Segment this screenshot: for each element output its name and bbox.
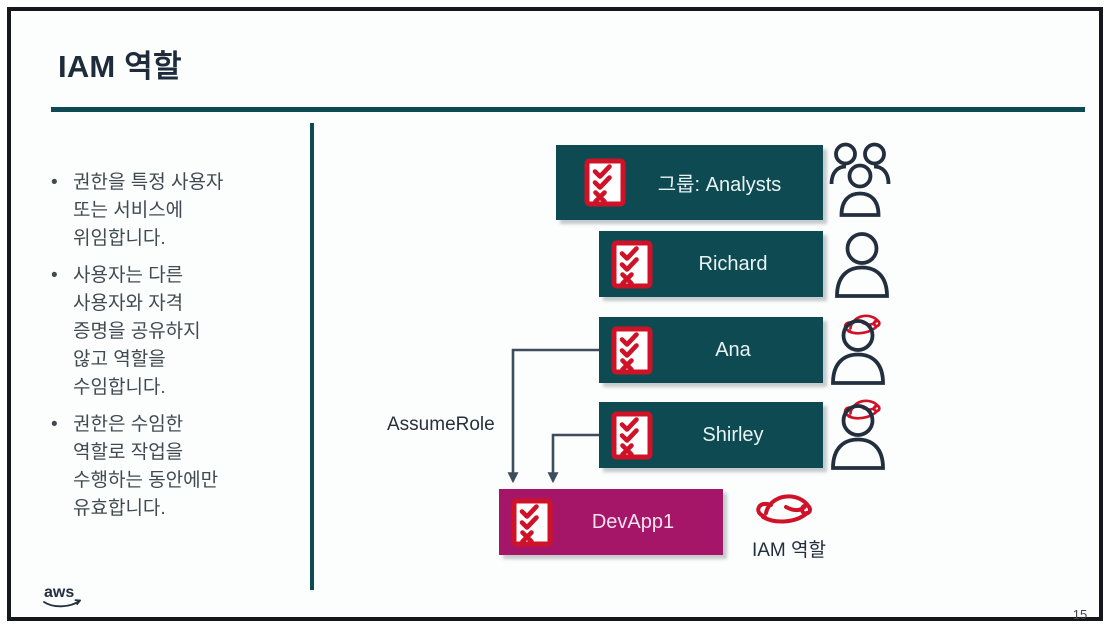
bullet-list: 권한을 특정 사용자 또는 서비스에 위임합니다. 사용자는 다른 사용자와 자… <box>51 169 303 532</box>
red-hard-hat-icon <box>756 494 812 524</box>
user-with-role-hat-icon <box>829 388 893 474</box>
title-divider <box>51 107 1085 112</box>
bullet-text: 권한을 특정 사용자 또는 서비스에 위임합니다. <box>73 172 224 249</box>
policy-document-icon <box>611 240 653 288</box>
group-box-label: 그룹: Analysts <box>657 174 782 196</box>
bullet-text: 권한은 수임한 역할로 작업을 수행하는 동안에만 유효합니다. <box>73 414 219 519</box>
aws-logo: aws <box>43 584 81 608</box>
user-with-role-hat-icon <box>829 303 893 389</box>
policy-document-icon <box>611 326 653 374</box>
role-box-devapp1: DevApp1 <box>499 489 723 555</box>
iam-role-caption: IAM 역할 <box>751 540 827 561</box>
policy-document-icon <box>584 158 626 207</box>
role-box-label: DevApp1 <box>591 510 675 533</box>
group-box-analysts: 그룹: Analysts <box>556 145 823 220</box>
user-icon <box>831 319 885 385</box>
user-group-icon <box>829 142 891 217</box>
policy-document-icon <box>511 498 553 546</box>
user-icon <box>835 232 889 298</box>
page-title: IAM 역할 <box>58 49 182 84</box>
content-divider <box>310 123 314 590</box>
user-box-ana: Ana <box>599 317 823 383</box>
assume-role-label: AssumeRole <box>387 414 495 435</box>
page-number: 15 <box>1072 607 1088 622</box>
bullet-item: 권한을 특정 사용자 또는 서비스에 위임합니다. <box>51 169 303 253</box>
user-box-label: Richard <box>698 252 768 275</box>
policy-document-icon <box>611 411 653 459</box>
user-box-richard: Richard <box>599 231 823 297</box>
slide-frame: IAM 역할 권한을 특정 사용자 또는 서비스에 위임합니다. 사용자는 다른… <box>7 7 1103 622</box>
user-box-shirley: Shirley <box>599 402 823 468</box>
user-box-label: Shirley <box>702 423 764 446</box>
user-icon <box>831 404 885 470</box>
bullet-text: 사용자는 다른 사용자와 자격 증명을 공유하지 않고 역할을 수임합니다. <box>73 265 201 398</box>
bullet-item: 권한은 수임한 역할로 작업을 수행하는 동안에만 유효합니다. <box>51 411 303 523</box>
user-box-label: Ana <box>715 338 751 361</box>
bullet-item: 사용자는 다른 사용자와 자격 증명을 공유하지 않고 역할을 수임합니다. <box>51 262 303 402</box>
aws-logo-text: aws <box>44 584 74 601</box>
